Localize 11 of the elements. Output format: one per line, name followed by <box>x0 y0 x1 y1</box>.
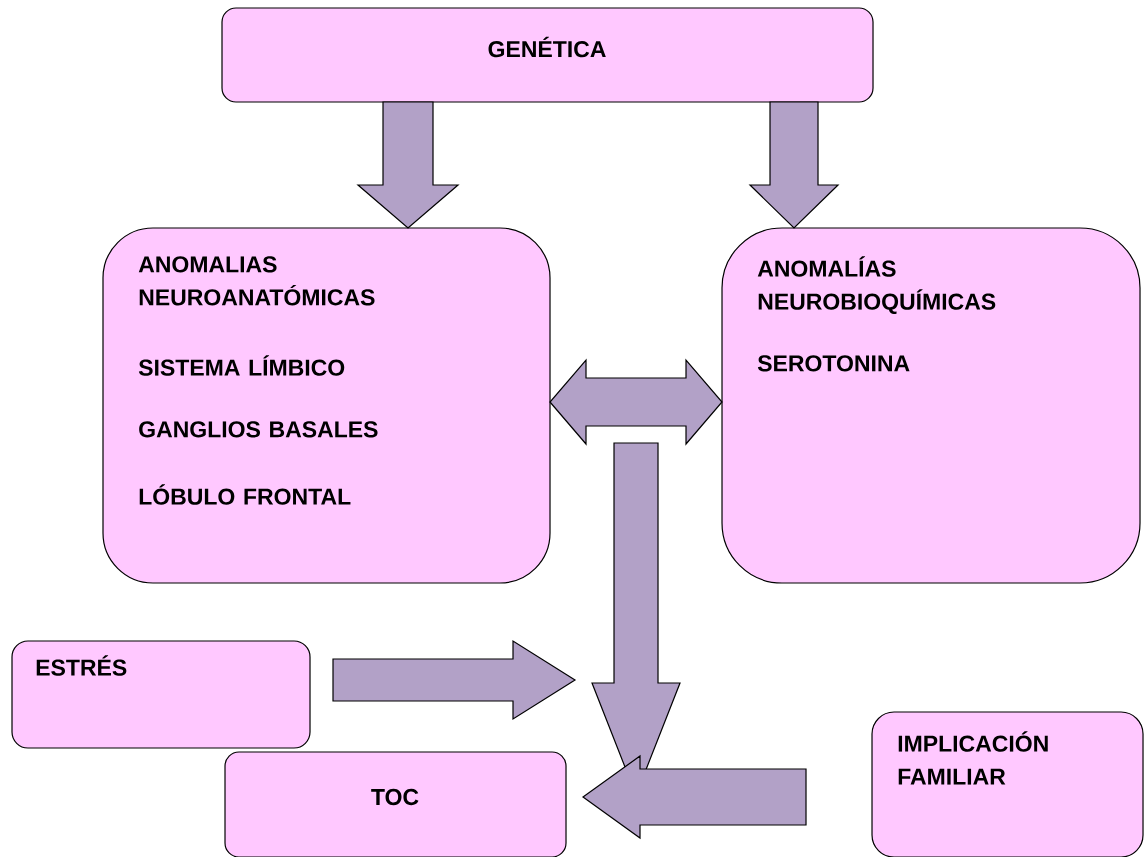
block-arrow <box>582 754 807 840</box>
rounded-box: ESTRÉS <box>11 640 311 749</box>
rounded-box: ANOMALÍAS NEUROBIOQUÍMICAS SEROTONINA <box>721 227 1141 584</box>
block-arrow <box>332 639 577 721</box>
rounded-box: GENÉTICA <box>221 7 874 103</box>
block-arrow <box>748 101 840 229</box>
rounded-box: ANOMALIAS NEUROANATÓMICAS SISTEMA LÍMBICO GANGLIOS BASALES LÓBULO FRONTAL <box>102 227 551 584</box>
block-arrow <box>356 101 460 229</box>
block-arrow <box>549 358 723 446</box>
rounded-box: TOC <box>224 751 567 857</box>
rounded-box: IMPLICACIÓN FAMILIAR <box>871 711 1144 857</box>
